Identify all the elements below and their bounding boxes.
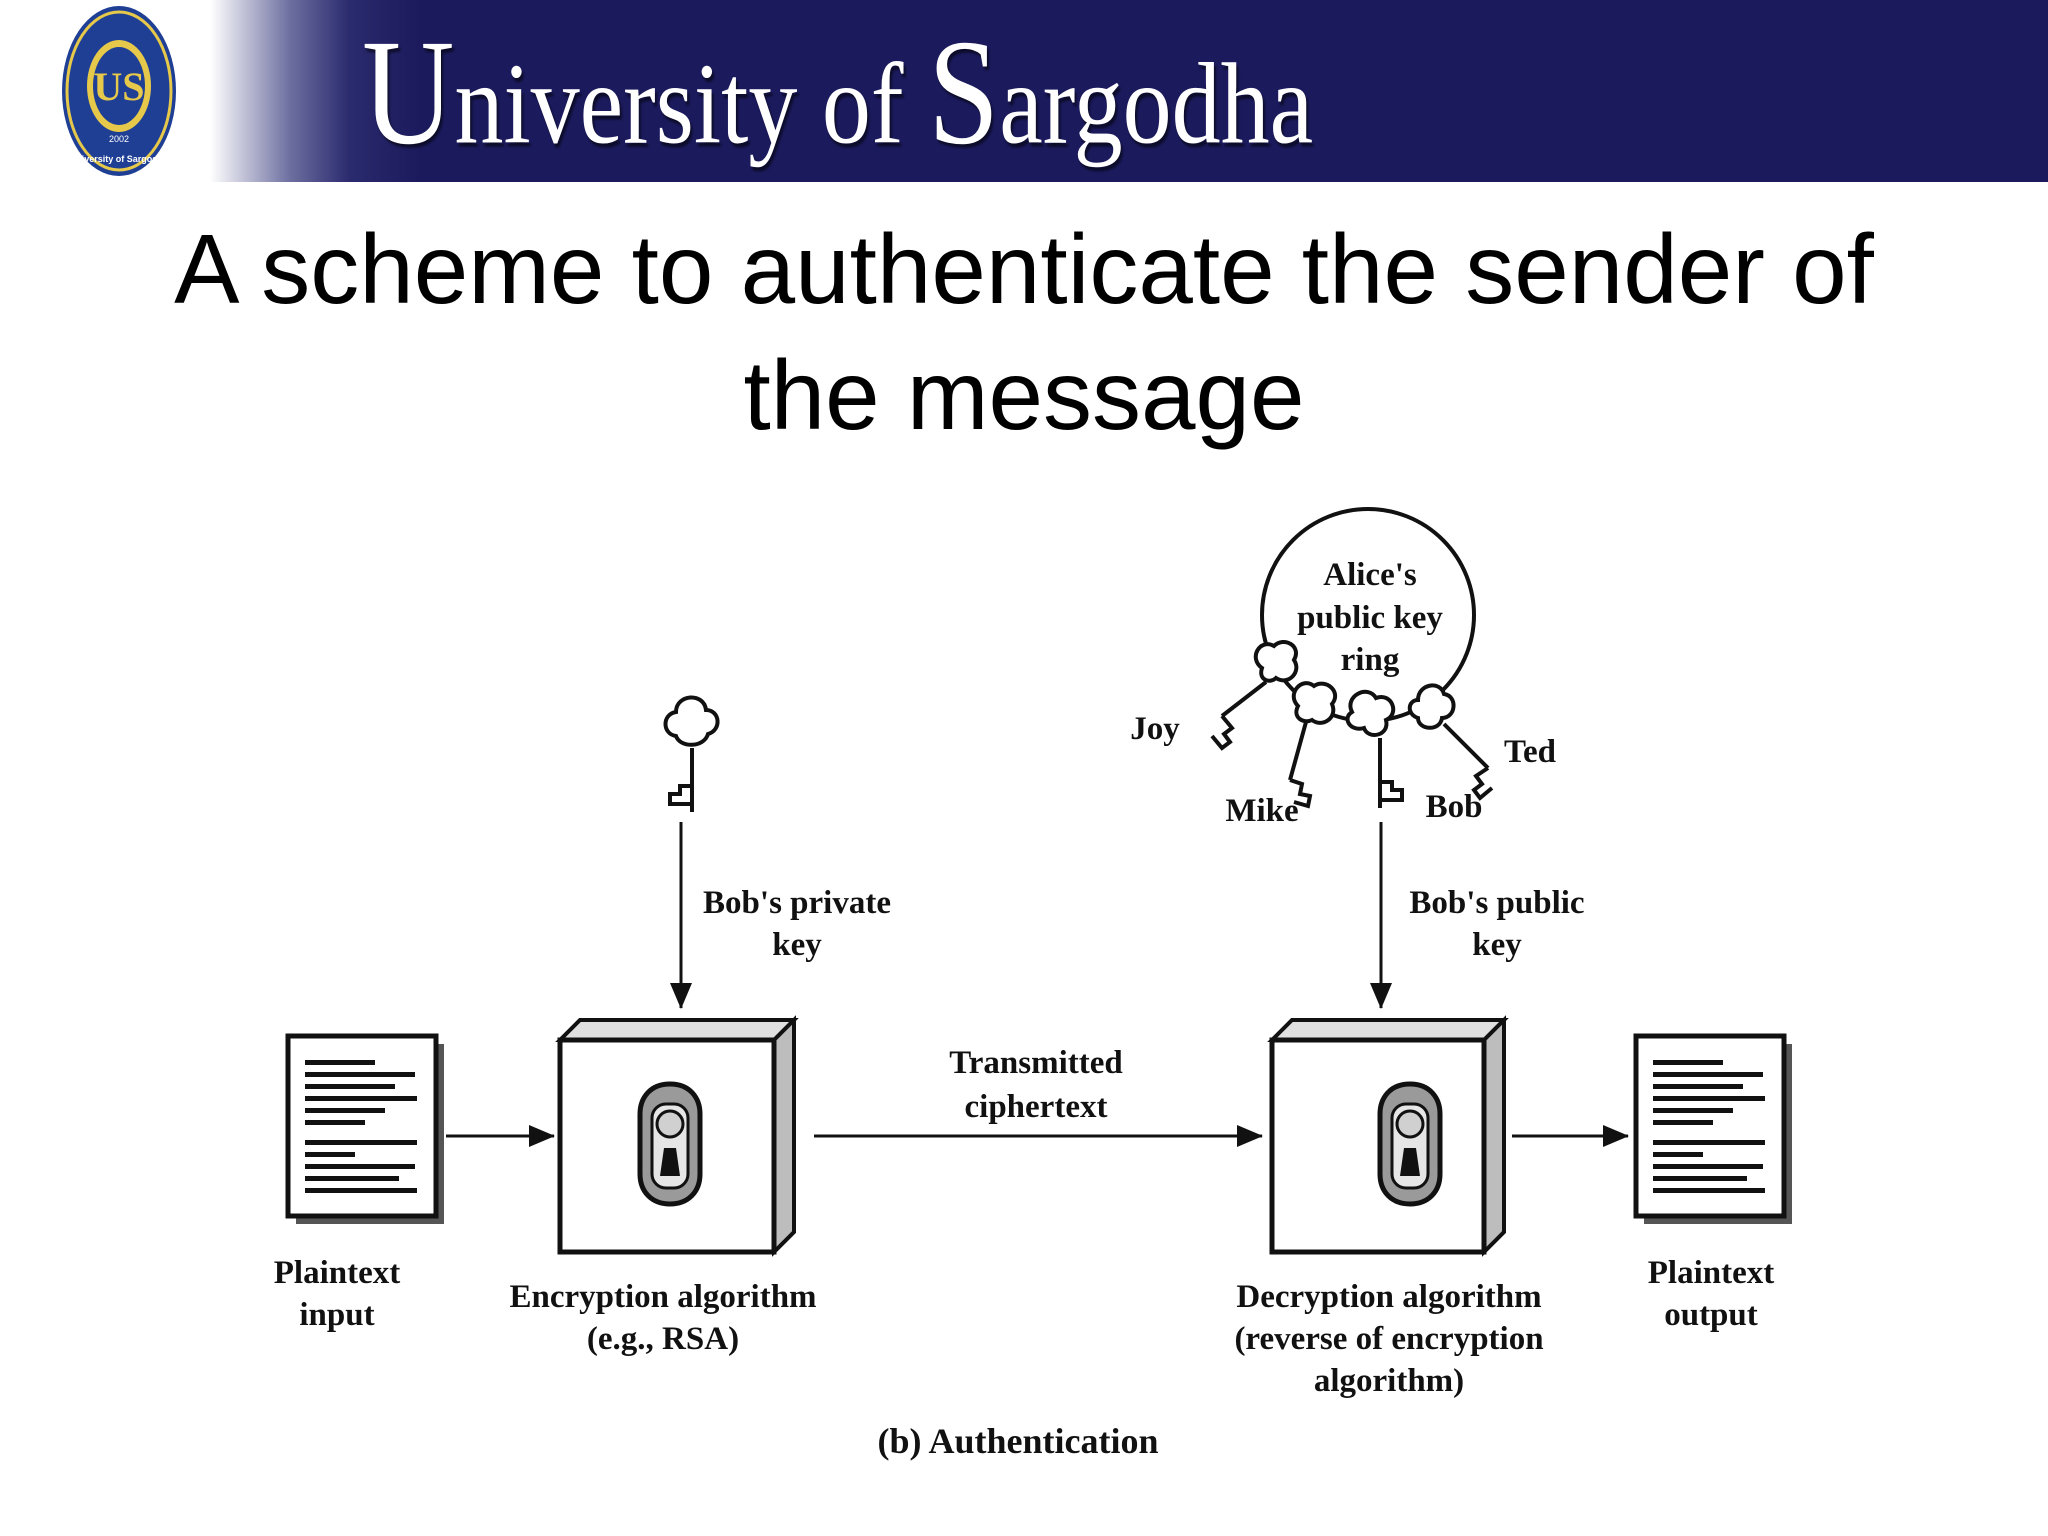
logo-monogram: US — [93, 64, 144, 109]
encryption-lock-icon — [637, 1081, 703, 1207]
plaintext-output-label-line-2: output — [1664, 1297, 1758, 1333]
public-key-label-line-1: Bob's public — [1409, 885, 1584, 921]
decryption-lock-icon — [1377, 1081, 1443, 1207]
bob-ring-key-icon — [1345, 690, 1404, 808]
ciphertext-label-line-2: ciphertext — [965, 1089, 1108, 1125]
private-key-label-line-2: key — [772, 927, 822, 963]
private-key-icon — [663, 695, 720, 812]
decryption-label-line-2: (reverse of encryption — [1234, 1321, 1543, 1357]
plaintext-input-document-icon — [285, 1033, 444, 1224]
encryption-label-line-2: (e.g., RSA) — [587, 1321, 739, 1357]
ted-key-icon — [1407, 683, 1494, 801]
decryption-label-line-3: algorithm) — [1314, 1363, 1464, 1399]
key-label-bob: Bob — [1426, 789, 1483, 825]
header-banner: US 2002 University of Sargodha Universit… — [0, 0, 2048, 182]
key-label-ted: Ted — [1504, 734, 1556, 770]
keyring-label-line-1: Alice's — [1323, 557, 1417, 593]
decryption-label-line-1: Decryption algorithm — [1236, 1279, 1541, 1315]
slide-title-line-2: the message — [743, 340, 1305, 450]
slide-title-line-1: A scheme to authenticate the sender of — [174, 214, 1874, 324]
logo-year: 2002 — [109, 134, 129, 144]
keyring-label-line-2: public key — [1297, 600, 1443, 636]
brand-initial: U — [362, 8, 455, 176]
plaintext-input-label-line-2: input — [299, 1297, 374, 1333]
key-label-joy: Joy — [1130, 711, 1180, 747]
ciphertext-label-line-1: Transmitted — [949, 1045, 1123, 1081]
slide-title: A scheme to authenticate the sender of t… — [0, 206, 2048, 458]
brand-title: University of Sargodha — [362, 9, 1313, 174]
plaintext-output-document-icon — [1633, 1033, 1792, 1224]
joy-key-icon — [1210, 640, 1299, 751]
diagram-caption: (b) Authentication — [877, 1421, 1158, 1461]
private-key-label-line-1: Bob's private — [703, 885, 891, 921]
public-key-label-line-2: key — [1472, 927, 1522, 963]
plaintext-output-label-line-1: Plaintext — [1648, 1255, 1774, 1291]
brand-rest: niversity of Sargodha — [454, 8, 1314, 176]
university-logo: US 2002 University of Sargodha — [62, 6, 176, 176]
keyring-label-line-3: ring — [1341, 642, 1400, 678]
encryption-label-line-1: Encryption algorithm — [509, 1279, 816, 1315]
logo-ring-text: University of Sargodha — [70, 154, 170, 164]
key-label-mike: Mike — [1225, 793, 1298, 829]
mike-key-icon — [1288, 681, 1338, 809]
plaintext-input-label-line-1: Plaintext — [274, 1255, 400, 1291]
